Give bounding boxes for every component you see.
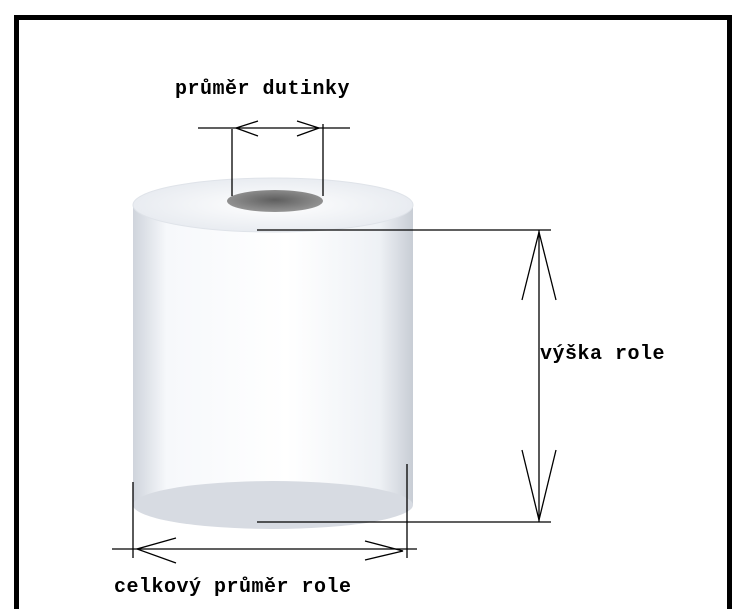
roll-height-label: výška role xyxy=(540,343,666,366)
roll-height-dimension xyxy=(257,229,557,523)
core-diameter-label: průměr dutinky xyxy=(175,78,351,101)
core-diameter-dimension xyxy=(198,120,350,196)
paper-roll-image xyxy=(132,177,414,529)
total-diameter-dimension xyxy=(112,464,417,564)
core-hole xyxy=(227,190,323,212)
diagram-frame xyxy=(14,15,732,609)
total-diameter-label: celkový průměr role xyxy=(114,576,352,599)
